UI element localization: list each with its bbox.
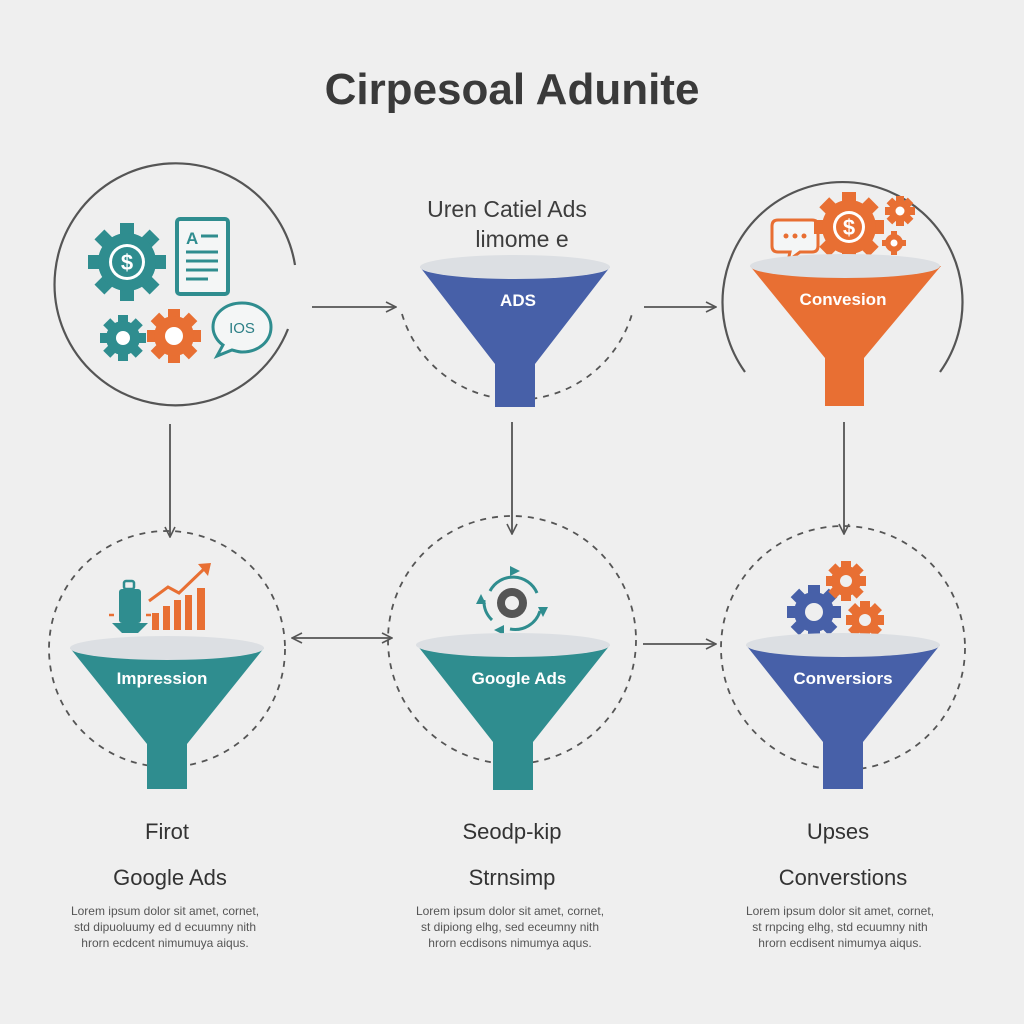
stage-1-circle [53,162,297,407]
stage-4-caption: Firot [145,819,189,844]
gear-icon [882,231,906,255]
funnel-stage-6 [746,633,940,789]
gear-icon [147,309,201,363]
gear-icon [885,196,915,226]
ios-label: IOS [229,320,255,337]
stage-5-description-line: st dipiong elhg, sed eceumny nith [421,920,599,934]
gear-dollar-icon: $ [88,223,166,301]
stage-5-description-line: hrorn ecdisons nimumya aqus. [428,936,591,950]
stage-5-caption: Seodp-kip [462,819,561,844]
stage-2-subheading: limome e [475,226,568,252]
stage-3-circle [721,180,964,373]
funnel-label: Impression [117,669,208,688]
gear-dollar-icon: $ [814,192,884,262]
stage-4-description-line: std dipuoluumy ed d ecuumny nith [74,920,256,934]
stage-4-description-line: Lorem ipsum dolor sit amet, cornet, [71,904,259,918]
stage-6-description-line: hrorn ecdisent nimumya aiqus. [758,936,921,950]
stage-4-description-line: hrorn ecdcent nimumuya aiqus. [81,936,248,950]
funnel-lamp-icon [109,579,151,633]
funnel-label: Google Ads [472,669,567,688]
refresh-cycle-icon [476,566,548,635]
bar-chart-rising-icon [148,563,211,630]
funnel-stage-3 [750,254,941,406]
stage-6-circle [720,525,966,771]
diagram-title: Cirpesoal Adunite [325,65,700,114]
document-icon: A [175,217,230,296]
dollar-sign: $ [121,250,133,275]
stage-4-caption-title: Google Ads [113,865,227,890]
ios-chat-icon: IOS [211,301,273,359]
funnel-stage-4 [70,636,264,789]
dollar-sign: $ [843,215,855,240]
stage-6-description-line: Lorem ipsum dolor sit amet, cornet, [746,904,934,918]
stage-6-caption: Upses [807,819,869,844]
document-heading-letter: A [186,229,198,248]
stage-5-caption-title: Strnsimp [469,865,556,890]
funnel-label: Conversiors [793,669,892,688]
stage-6-description-line: st rnpcing elhg, std ecuumny nith [752,920,927,934]
gear-icon [100,315,146,361]
stage-2-heading: Uren Catiel Ads [427,196,587,222]
funnel-label: ADS [500,291,536,310]
stage-6-caption-title: Converstions [779,865,907,890]
stage-5-description-line: Lorem ipsum dolor sit amet, cornet, [416,904,604,918]
funnel-stage-2 [420,255,610,407]
funnel-stage-5 [416,633,610,790]
gears-icon [787,561,884,639]
funnel-label: Convesion [800,290,887,309]
